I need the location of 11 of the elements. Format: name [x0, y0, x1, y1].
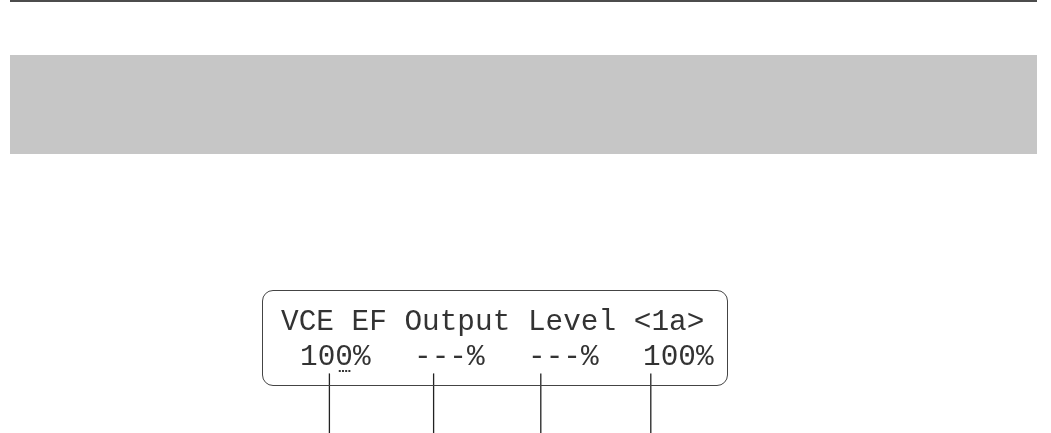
- lcd-display: [262, 290, 728, 386]
- leader-line: [328, 372, 331, 433]
- leader-line: [650, 372, 652, 433]
- display-heading: VCE EF Output Level <1a>: [281, 308, 705, 338]
- display-value: ---%: [528, 343, 599, 373]
- display-value: ---%: [414, 343, 485, 373]
- display-value: 100%: [643, 343, 714, 373]
- shaded-band: [10, 55, 1037, 154]
- leader-line: [432, 372, 435, 433]
- leader-line: [540, 372, 542, 433]
- display-value: 100%: [300, 343, 371, 373]
